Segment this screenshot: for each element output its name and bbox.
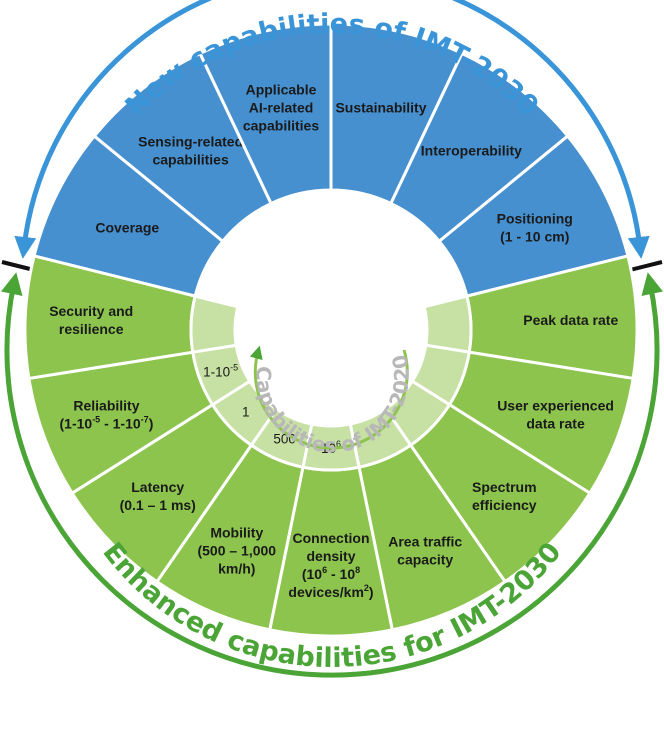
superscript: 2	[364, 583, 369, 593]
segment-label-line: (1-10-5​ - 1-10-7​)	[60, 415, 154, 432]
inner-ring-segment	[189, 294, 240, 354]
segment-label-line: Interoperability	[421, 142, 522, 158]
segment-label-line: devices/km2​)	[288, 583, 373, 600]
center-hub	[235, 234, 427, 426]
segment-label-line: Spectrum	[472, 479, 537, 495]
label-connection-density: Connection density(106​ - 108​devices/km2…	[288, 530, 373, 600]
segment-label-line: Sensing-related	[138, 133, 243, 149]
superscript: -5	[230, 363, 238, 373]
segment-label-line: density	[306, 548, 355, 564]
segment-label-line: resilience	[59, 321, 124, 337]
superscript: 8	[355, 565, 360, 575]
superscript: -7	[141, 415, 149, 425]
segment-label-line: Area traffic	[388, 534, 462, 550]
imt2020-value-reliability: 1-10-5​	[203, 363, 238, 380]
segment-label-line: User experienced	[497, 398, 614, 414]
enhanced-capabilities-arrow	[0, 272, 664, 678]
segment-label-line: Reliability	[73, 398, 139, 414]
segment-label-line: Connection	[293, 530, 370, 546]
inner-ring-segment	[422, 294, 473, 354]
label-area-traffic-capacity: Area traffic capacity	[388, 534, 462, 568]
segment-label-line: 1-10-5​	[203, 363, 238, 380]
label-spectrum-efficiency: Spectrum efficiency	[472, 479, 537, 513]
segment-label-line: capabilities	[243, 118, 319, 134]
segment-label-line: capabilities	[152, 151, 228, 167]
segment-label-line: (1 - 10 cm)	[500, 229, 569, 245]
label-peak-data-rate: Peak data rate	[523, 312, 618, 328]
label-sustainability: Sustainability	[335, 100, 426, 116]
segment-label-line: Mobility	[210, 525, 263, 541]
label-latency: Latency (0.1 – 1 ms)	[120, 479, 196, 513]
segment-label-line: (500 – 1,000	[197, 543, 276, 559]
segment-label-line: (0.1 – 1 ms)	[120, 497, 196, 513]
label-interoperability: Interoperability	[421, 142, 522, 158]
segment-label-line: km/h)	[218, 561, 255, 577]
segment-label-line: Coverage	[95, 220, 159, 236]
label-reliability: Reliability(1-10-5​ - 1-10-7​)	[60, 398, 154, 432]
imt2020-arrow	[249, 345, 409, 450]
segment-label-line: efficiency	[472, 497, 537, 513]
segment-label-line: data rate	[526, 416, 585, 432]
imt2020-value-latency: 1	[242, 405, 250, 420]
segment-label-line: Positioning	[497, 211, 573, 227]
segment-label-line: (106​ - 108​	[302, 565, 360, 582]
label-positioning: Positioning (1 - 10 cm)	[497, 211, 573, 245]
superscript: -5	[92, 415, 100, 425]
segment-label-line: capacity	[397, 552, 453, 568]
superscript: 6	[322, 565, 327, 575]
new-capabilities-arrow	[14, 0, 650, 259]
segment-label-line: AI-related	[249, 100, 314, 116]
segment-label-line: Sustainability	[335, 100, 426, 116]
label-security: Security and resilience	[49, 303, 133, 337]
segment-label-line: Latency	[131, 479, 184, 495]
superscript: 6	[336, 439, 341, 449]
label-mobility: Mobility (500 – 1,000 km/h)	[197, 525, 276, 577]
label-user-experienced-data-rate: User experienced data rate	[497, 398, 614, 432]
segment-label-line: 1	[242, 405, 250, 420]
segment-label-line: Security and	[49, 303, 133, 319]
label-coverage: Coverage	[95, 220, 159, 236]
segment-label-line: Applicable	[246, 82, 317, 98]
label-sensing: Sensing-related capabilities	[138, 133, 243, 167]
segment-label-line: Peak data rate	[523, 312, 618, 328]
